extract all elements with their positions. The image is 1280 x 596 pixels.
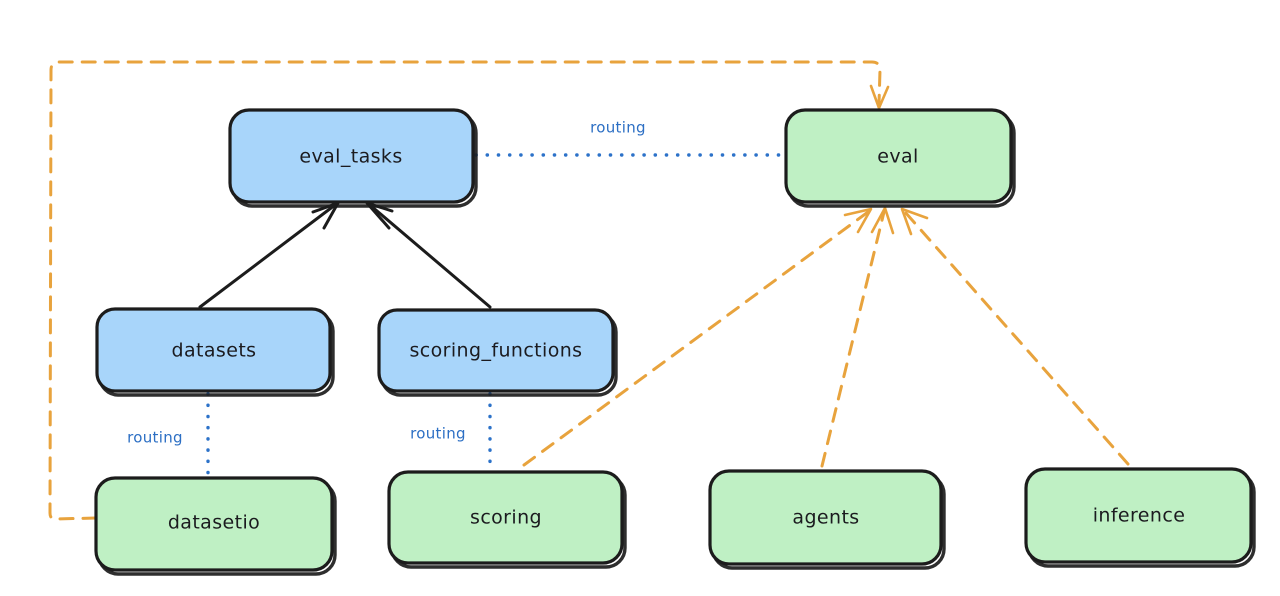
node-agents-box	[708, 469, 943, 566]
node-inference[interactable]: inference	[1024, 467, 1256, 568]
arrowhead-scoring-eval	[843, 207, 873, 234]
node-datasets[interactable]: datasets	[95, 307, 335, 397]
node-scoring-functions-label: scoring_functions	[410, 340, 583, 362]
edge-path-scoring-functions-eval-tasks	[368, 203, 492, 309]
edge-datasets-to-eval-tasks	[198, 201, 340, 309]
edge-label-routing-middle: routing	[410, 425, 466, 443]
node-eval-tasks-label: eval_tasks	[299, 146, 402, 168]
node-datasetio[interactable]: datasetio	[94, 476, 337, 576]
node-eval-label: eval	[877, 146, 918, 168]
node-scoring-label: scoring	[470, 507, 542, 529]
node-eval[interactable]: eval	[784, 108, 1016, 208]
edge-inference-to-eval	[900, 207, 1130, 466]
node-agents[interactable]: agents	[708, 469, 946, 570]
edge-scoring-functions-to-eval-tasks	[365, 201, 492, 309]
node-scoring-functions-box	[377, 308, 615, 393]
edge-path-datasetio-eval	[48, 60, 882, 521]
node-agents-label: agents	[792, 507, 859, 529]
edge-datasetio-to-eval	[48, 60, 890, 521]
edge-scoring-to-eval	[522, 207, 873, 467]
edge-path-datasets-eval-tasks	[198, 203, 337, 309]
node-datasetio-box	[94, 476, 334, 572]
node-inference-label: inference	[1093, 505, 1186, 527]
node-eval-box	[784, 108, 1013, 204]
node-eval-tasks[interactable]: eval_tasks	[228, 108, 478, 208]
node-scoring-box	[387, 470, 624, 565]
edge-agents-to-eval	[820, 206, 895, 468]
node-datasets-label: datasets	[172, 340, 257, 362]
arrowhead-agents-eval	[870, 206, 895, 235]
arrowhead-datasetio-eval	[869, 84, 890, 110]
edge-path-agents-eval	[820, 210, 886, 468]
node-datasets-box	[95, 307, 332, 393]
node-scoring[interactable]: scoring	[387, 470, 627, 569]
node-inference-box	[1024, 467, 1253, 564]
arrowhead-inference-eval	[900, 207, 929, 236]
edge-label-routing-left: routing	[127, 429, 183, 447]
node-scoring-functions[interactable]: scoring_functions	[377, 308, 618, 397]
node-eval-tasks-box	[228, 108, 475, 204]
edge-path-inference-eval	[903, 210, 1130, 466]
edge-label-routing-top: routing	[590, 119, 646, 137]
node-datasetio-label: datasetio	[168, 512, 260, 534]
edge-path-scoring-eval	[522, 210, 870, 467]
